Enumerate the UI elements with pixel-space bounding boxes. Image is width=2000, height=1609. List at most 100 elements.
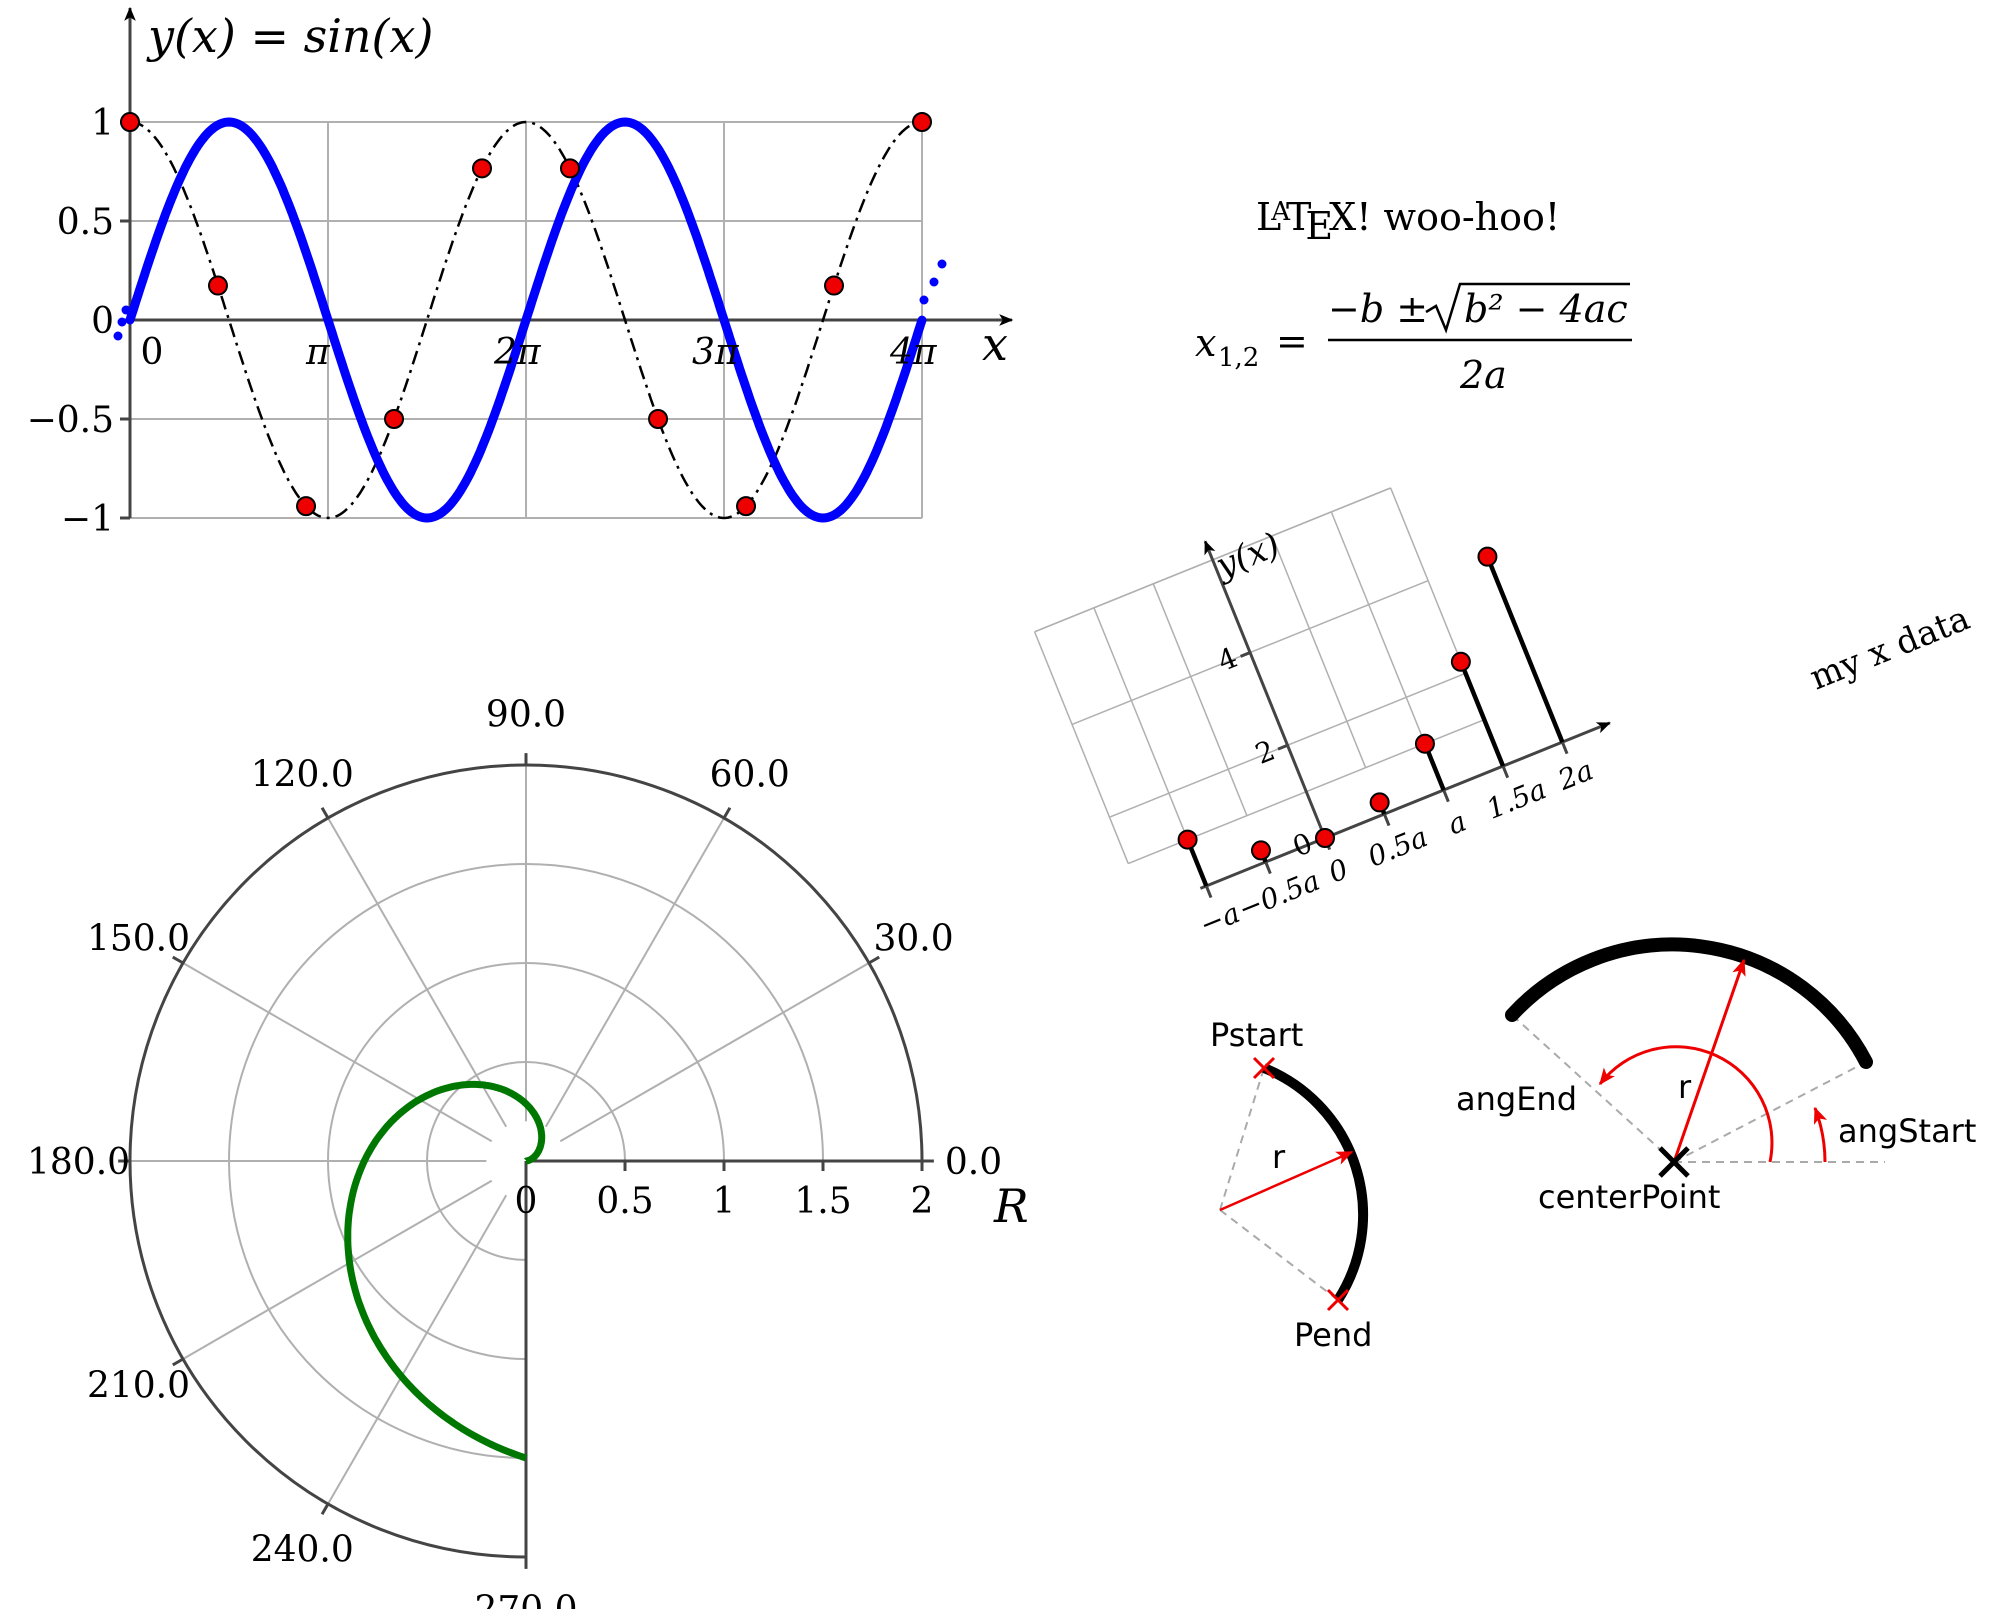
polar-grid-ring [426,1061,626,1261]
cos-marker [296,496,317,517]
stem-xtick-label: a [1443,805,1471,842]
polar-grid-spoke [559,962,870,1143]
stem-ytick [1277,743,1289,751]
polar-chart: 0.030.060.090.0120.0150.0180.0210.0240.0… [27,695,1029,1609]
sine-series-group [113,117,947,523]
stem-xtick-label: 0.5a [1363,820,1432,874]
cos-marker [384,409,405,429]
stem-ytick-label: 2 [1251,734,1280,771]
quadratic-denominator: 2a [1459,353,1507,397]
arc2-start-angle-arc [1813,1106,1828,1163]
arc1-curve [1262,1063,1369,1303]
stem-xtick [1501,765,1510,779]
polar-grid [130,765,870,1505]
polar-tick-labels: 0.030.060.090.0120.0150.0180.0210.0240.0… [27,695,1002,1609]
stem-xtick [1264,861,1272,875]
sine-ytick-label: −0.5 [27,400,114,441]
cos-series-line [129,120,923,520]
polar-grid-spoke [182,1179,493,1360]
polar-theta-label: 240.0 [251,1530,354,1571]
radical-sign [1425,282,1630,334]
arc2-end-angle-label: angEnd [1456,1080,1577,1118]
sine-xtick-label: π [305,332,331,373]
polar-series-group [344,1080,546,1462]
arc2-radius-label: r [1678,1068,1692,1106]
cos-marker [824,275,845,296]
cos-marker [559,158,580,179]
stem-xtick [1442,789,1450,803]
sine-xlabel: x [982,317,1008,371]
stem-xtick [1560,741,1569,755]
stem-xtick [1204,885,1213,899]
sin-overflow-dot [929,277,939,287]
stem-marker [1450,651,1471,672]
polar-grid-ring [228,863,824,1459]
stem-ytick-label: 0 [1288,826,1317,863]
polar-theta-label: 60.0 [710,754,790,795]
sin-overflow-dot [937,259,947,269]
polar-grid-ring [327,962,725,1360]
polar-theta-label: 120.0 [251,754,354,795]
stem-ytick-label: 4 [1213,641,1242,678]
sine-ytick-label: −1 [61,499,114,540]
sin-overflow-dot [121,305,131,315]
polar-theta-tick [320,807,330,819]
polar-r-label: 0 [515,1181,538,1222]
arc2-radius-arrow [1672,958,1746,1163]
stem-y-axis [1203,540,1327,839]
stem-marker [1369,792,1390,813]
polar-theta-tick [172,955,184,965]
arc2-curve [1505,937,1873,1069]
sin-overflow-dot [919,295,929,305]
quadratic-numerator-radicand: b² − 4ac [1464,287,1628,331]
stem-gridline-x [1033,631,1129,864]
polar-grid-spoke [544,817,725,1128]
polar-theta-label: 270.0 [474,1589,577,1609]
sine-ytick-label: 1 [91,103,114,144]
stem-xtick-label: −0.5a [1233,864,1324,926]
stem-marker [1414,733,1435,754]
sine-xtick-label: 4π [889,332,938,373]
stem-gridline-x [1152,583,1248,816]
cos-marker [472,158,493,179]
quadratic-numerator-pre: −b ± [1328,287,1428,331]
sin-overflow-dot [117,317,127,327]
cos-marker [912,112,932,132]
polar-grid-spoke [182,962,493,1143]
polar-r-label: 0.5 [596,1181,653,1222]
arc2-start-angle-label: angStart [1838,1112,1976,1150]
polar-axes [118,753,934,1569]
arc1-guide-start [1219,1067,1265,1211]
sine-xtick-label: 2π [493,332,542,373]
polar-theta-tick [320,1503,330,1515]
polar-r-label: 1.5 [794,1181,851,1222]
stem-marker [1177,829,1198,850]
arc-three-points-diagram: Pstart Pend r [1210,1016,1372,1354]
latex-banner: LATEX! woo-hoo! [1256,195,1560,248]
sine-xtick-label: 0 [141,332,164,373]
stem-line [1485,555,1565,743]
sine-title: y(x) = sin(x) [146,9,433,63]
stem-gridline-x [1271,535,1367,768]
cos-marker [736,496,757,517]
arc1-end-cross [1326,1288,1350,1312]
arc2-end-angle-arc [1598,1045,1774,1163]
polar-rlabel: R [993,1179,1029,1233]
polar-theta-label: 210.0 [87,1366,190,1407]
arc1-radius-label: r [1272,1138,1286,1176]
polar-r-label: 1 [713,1181,736,1222]
arc1-end-label: Pend [1294,1316,1372,1354]
polar-grid-spoke [327,817,508,1128]
quadratic-equals: = [1276,319,1308,363]
stem-x-axis [1199,721,1611,890]
polar-grid-spoke [327,1194,508,1505]
polar-theta-label: 30.0 [873,918,953,959]
arc2-center-cross [1658,1146,1690,1178]
cos-marker [120,112,140,132]
polar-theta-tick [172,1357,184,1367]
quadratic-lhs-sub: 1,2 [1218,343,1259,373]
latex-line: LATEX! woo-hoo! [1256,195,1560,248]
arc2-guide-end [1511,1014,1675,1163]
sin-overflow-dot [113,331,123,341]
